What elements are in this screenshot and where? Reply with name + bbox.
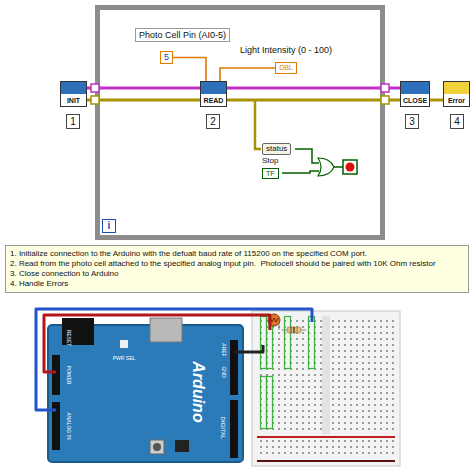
or-gate bbox=[318, 158, 334, 176]
status-wires bbox=[255, 100, 261, 149]
arduino-board bbox=[230, 400, 238, 458]
breadboard bbox=[252, 311, 400, 466]
breadboard bbox=[257, 316, 395, 434]
iteration-terminal: i bbox=[102, 219, 116, 233]
stop-terminal bbox=[343, 160, 357, 174]
breadboard bbox=[257, 460, 395, 462]
error-handler: Error bbox=[443, 81, 470, 107]
constant-value: 5 bbox=[160, 51, 173, 64]
resistor bbox=[294, 327, 295, 333]
arduino-board bbox=[48, 325, 243, 462]
stop-terminal bbox=[346, 163, 355, 172]
wire bbox=[227, 87, 400, 90]
breadboard bbox=[261, 317, 315, 429]
loop-tunnels bbox=[91, 96, 99, 104]
wire bbox=[227, 99, 400, 102]
note-line: 3. Close connection to Arduino bbox=[10, 269, 464, 279]
pin-label: AREF bbox=[221, 343, 226, 356]
status-wires bbox=[282, 171, 319, 173]
init-vi: INIT bbox=[60, 81, 87, 107]
constant-label: Photo Cell Pin (AI0-5) bbox=[135, 28, 230, 42]
note-box: 1. Initialize connection to the Arduino … bbox=[5, 245, 469, 293]
loop-tunnels bbox=[381, 84, 389, 92]
wire bbox=[173, 58, 206, 82]
intensity-indicator: Light Intensity (0 - 100) DBL bbox=[240, 44, 332, 74]
pin-label: GND bbox=[221, 366, 226, 377]
jumper-wires bbox=[36, 309, 312, 410]
header-label: DIGITAL bbox=[220, 417, 226, 440]
button-label: Stop bbox=[262, 156, 278, 166]
header-label: ANALOG IN bbox=[66, 412, 71, 439]
arduino-board bbox=[120, 340, 128, 348]
breadboard bbox=[285, 317, 291, 369]
breadboard bbox=[261, 317, 267, 369]
arduino-board bbox=[52, 355, 60, 395]
wire bbox=[220, 68, 275, 81]
vi-name: CLOSE bbox=[403, 97, 427, 105]
jumper-wires bbox=[44, 315, 270, 372]
breadboard bbox=[309, 317, 315, 369]
resistor bbox=[291, 327, 292, 333]
note-line: 4. Handle Errors bbox=[10, 279, 464, 289]
loop-tunnels bbox=[381, 96, 389, 104]
callout-number: 3 bbox=[405, 114, 419, 129]
while-loop-border bbox=[98, 8, 383, 238]
breadboard bbox=[257, 440, 395, 458]
breadboard bbox=[322, 316, 330, 434]
pin-label: RESET bbox=[66, 330, 71, 347]
callout-number: 1 bbox=[66, 114, 80, 129]
vi-name: INIT bbox=[67, 97, 80, 105]
stop-button: StopTF bbox=[262, 156, 279, 179]
breadboard bbox=[267, 377, 273, 429]
read-vi: READ bbox=[200, 81, 227, 107]
arduino-board bbox=[48, 318, 243, 462]
board-name: Arduino bbox=[190, 361, 206, 422]
pin-constant: Photo Cell Pin (AI0-5) 5 bbox=[135, 28, 230, 64]
breadboard bbox=[252, 311, 400, 466]
loop-tunnels bbox=[91, 84, 389, 104]
wire bbox=[87, 99, 200, 102]
header-label: POWER bbox=[66, 366, 71, 385]
breadboard bbox=[257, 436, 395, 438]
indicator-type: DBL bbox=[275, 62, 297, 74]
arduino-board bbox=[150, 318, 182, 342]
arduino-board bbox=[153, 443, 161, 451]
arduino-board bbox=[175, 440, 189, 452]
jumper-wires bbox=[234, 345, 263, 352]
arduino-board bbox=[150, 440, 164, 454]
note-line: 2. Read from the photo cell attached to … bbox=[10, 259, 464, 269]
vi-name: Error bbox=[448, 97, 465, 105]
unbundle-node: status bbox=[262, 143, 291, 155]
vi-name: READ bbox=[204, 97, 224, 105]
status-field: status bbox=[262, 143, 291, 155]
jumper-wires bbox=[36, 309, 312, 410]
while-loop: i Photo Cell Pin (AI0-5) 5 Light Intensity … bbox=[95, 5, 385, 240]
stop-terminal bbox=[343, 160, 357, 174]
callout-number: 4 bbox=[450, 114, 464, 129]
resistor bbox=[282, 327, 306, 333]
indicator-label: Light Intensity (0 - 100) bbox=[240, 44, 332, 56]
wire bbox=[430, 99, 443, 102]
callout-number: 2 bbox=[206, 114, 220, 129]
breadboard bbox=[261, 377, 267, 429]
wire bbox=[87, 87, 200, 90]
status-wires bbox=[295, 149, 319, 163]
resistor bbox=[287, 327, 301, 333]
arduino-board bbox=[230, 340, 238, 395]
close-vi: CLOSE bbox=[400, 81, 430, 107]
jumper-label: PWR SEL bbox=[113, 356, 136, 361]
note-line: 1. Initialize connection to the Arduino … bbox=[10, 249, 464, 259]
resistor bbox=[297, 327, 298, 333]
loop-tunnels bbox=[91, 84, 99, 92]
boolean-type: TF bbox=[262, 168, 279, 179]
